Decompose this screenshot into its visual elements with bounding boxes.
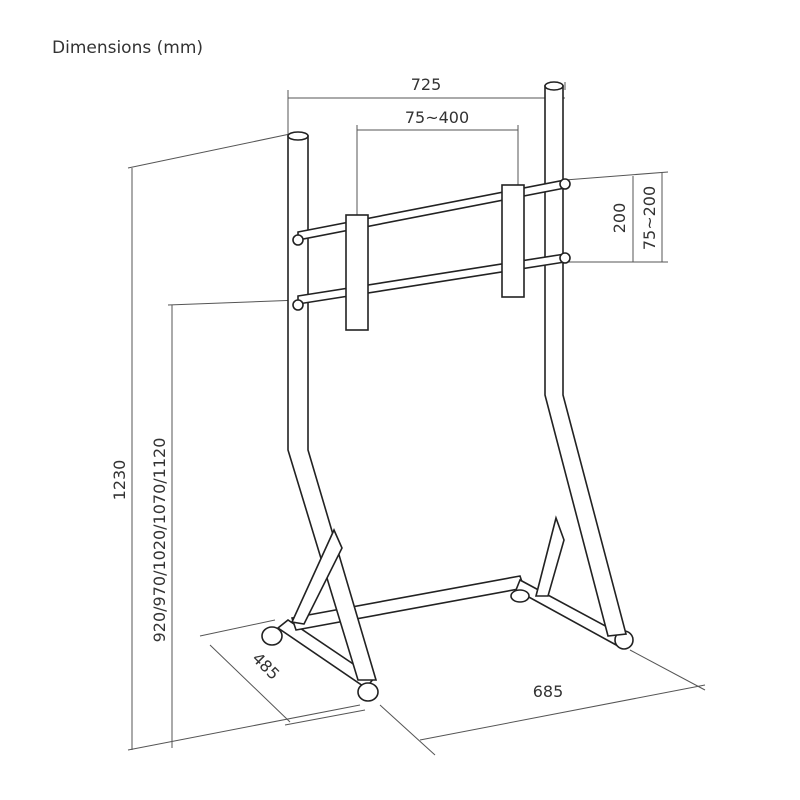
label-mount-heights: 920/970/1020/1070/1120 [150, 438, 169, 643]
label-vesa-horizontal: 75~400 [405, 108, 469, 127]
label-overall-height: 1230 [110, 460, 129, 501]
diagram-title: Dimensions (mm) [52, 38, 204, 58]
label-bar-spacing: 200 [610, 203, 629, 234]
uprights [287, 81, 628, 681]
label-vesa-vertical: 75~200 [640, 186, 659, 250]
mount-bars [292, 178, 571, 331]
dimension-lines [127, 82, 706, 756]
label-overall-width: 725 [411, 75, 442, 94]
label-base-width: 685 [533, 682, 564, 701]
label-base-depth: 485 [248, 649, 283, 684]
